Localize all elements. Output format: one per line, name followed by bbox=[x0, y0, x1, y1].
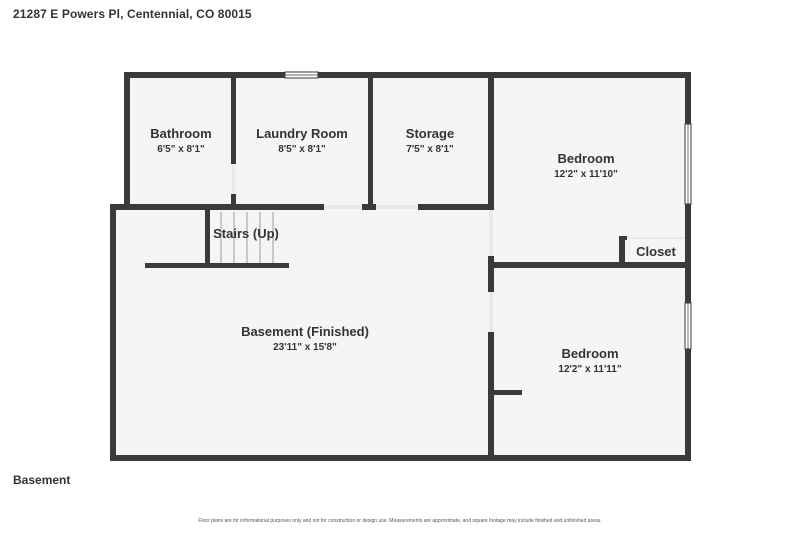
room-dim-storage: 7'5" x 8'1" bbox=[406, 144, 454, 155]
property-address: 21287 E Powers Pl, Centennial, CO 80015 bbox=[13, 7, 252, 21]
room-dim-bedroom-upper: 12'2" x 11'10" bbox=[554, 169, 618, 180]
floor-fill bbox=[114, 76, 689, 457]
room-name-bedroom-upper: Bedroom bbox=[557, 151, 614, 166]
room-name-closet: Closet bbox=[636, 244, 676, 259]
stairs-treads bbox=[220, 212, 274, 263]
floor-label: Basement bbox=[13, 473, 71, 487]
room-name-basement: Basement (Finished) bbox=[241, 324, 369, 339]
room-name-laundry: Laundry Room bbox=[256, 126, 348, 141]
room-dim-laundry: 8'5" x 8'1" bbox=[278, 144, 326, 155]
room-name-bathroom: Bathroom bbox=[150, 126, 211, 141]
window-panes bbox=[285, 74, 689, 349]
room-name-storage: Storage bbox=[406, 126, 454, 141]
walls bbox=[110, 72, 691, 461]
door-openings bbox=[232, 164, 685, 332]
room-dim-basement: 23'11" x 15'8" bbox=[273, 342, 337, 353]
room-dim-bathroom: 6'5" x 8'1" bbox=[157, 144, 205, 155]
room-name-stairs: Stairs (Up) bbox=[213, 226, 279, 241]
room-name-bedroom-lower: Bedroom bbox=[561, 346, 618, 361]
disclaimer-text: Floor plans are for informational purpos… bbox=[198, 518, 602, 524]
room-dim-bedroom-lower: 12'2" x 11'11" bbox=[558, 364, 621, 375]
